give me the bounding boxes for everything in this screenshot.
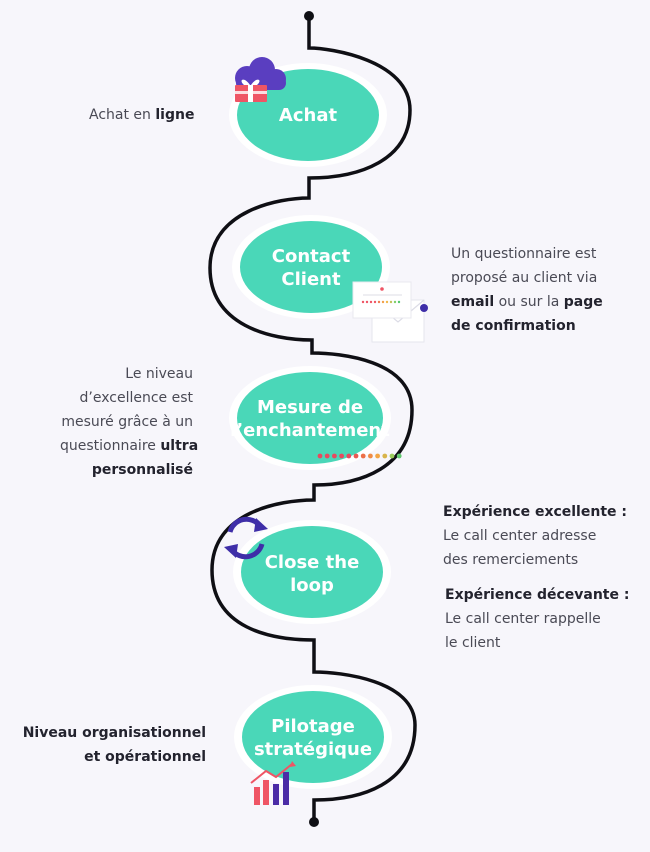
rating-dot [389, 453, 395, 459]
note-contact-line1: Un questionnaire est [451, 246, 597, 262]
rating-dot [375, 453, 380, 459]
note-pilotage-line1: Niveau organisationnel [20, 721, 206, 745]
rating-dot [353, 453, 359, 459]
rating-dot [382, 453, 388, 459]
note-close-good-line2: des remerciements [443, 552, 579, 568]
note-achat: Achat en ligne [89, 103, 194, 127]
note-close-good-title-text: Expérience excellente : [443, 504, 627, 520]
stage-mesure-line2: l’enchantement [230, 420, 390, 441]
note-contact-email: email [451, 294, 495, 310]
note-contact-confirmation: de confirmation [451, 318, 576, 334]
note-pilotage-line2: et opérationnel [20, 745, 206, 769]
rating-dot [317, 453, 323, 459]
stage-label-contact-client: Contact Client [236, 245, 386, 291]
stage-label-close-the-loop: Close the loop [237, 551, 387, 597]
note-pilotage: Niveau organisationnel et opérationnel [20, 721, 206, 769]
note-mesure-pre: questionnaire [60, 438, 161, 454]
stage-label-mesure: Mesure de l’enchantement [220, 396, 400, 442]
note-contact-line4: de confirmation [451, 314, 603, 338]
note-close-good-line1: Le call center adresse [443, 528, 597, 544]
bar-chart-icon [250, 761, 296, 805]
note-mesure-line4: questionnaire ultra [60, 434, 198, 458]
rating-dot [368, 453, 373, 459]
note-close-bad-line2: le client [445, 635, 501, 651]
stage-label-achat: Achat [233, 104, 383, 127]
stage-pilotage-line1: Pilotage [271, 716, 355, 737]
rating-dot [396, 453, 402, 459]
rating-dot [339, 453, 344, 459]
rating-dot [332, 453, 337, 459]
note-mesure-line2: d’excellence est [79, 390, 193, 406]
note-mesure: Le niveau d’excellence est mesuré grâce … [60, 362, 198, 482]
note-close-bad-title: Expérience décevante : [445, 583, 629, 607]
sync-arrows-icon [224, 516, 268, 560]
node-mesure [229, 366, 391, 470]
note-pilotage-line1-text: Niveau organisationnel [22, 725, 206, 741]
note-mesure-personnalise: personnalisé [91, 462, 193, 478]
rating-dot [346, 453, 352, 459]
note-contact-mid: ou sur la [494, 294, 564, 310]
rating-dot [360, 453, 366, 459]
note-close-bad-line1: Le call center rappelle [445, 611, 601, 627]
note-contact: Un questionnaire est proposé au client v… [451, 242, 603, 338]
note-contact-line3: email ou sur la page [451, 290, 603, 314]
end-dot [309, 817, 319, 827]
stage-pilotage-line2: stratégique [253, 739, 373, 760]
rating-dot [324, 453, 330, 459]
start-dot [304, 11, 314, 21]
cloud-gift-icon [235, 57, 286, 102]
note-close-bad-title-text: Expérience décevante : [445, 587, 630, 603]
email-survey-icon [352, 281, 428, 343]
node-close-the-loop [233, 520, 391, 624]
note-mesure-line1: Le niveau [125, 366, 193, 382]
note-mesure-line5: personnalisé [60, 458, 193, 482]
note-close-good-title: Expérience excellente : [443, 500, 627, 524]
note-close-bad: Expérience décevante : Le call center ra… [445, 583, 629, 655]
note-achat-text: Achat en [89, 107, 156, 123]
stage-close-line1: Close the [264, 552, 360, 573]
mini-rating-dots [361, 300, 401, 304]
note-mesure-ultra: ultra [160, 438, 199, 454]
stage-label-pilotage: Pilotage stratégique [238, 715, 388, 761]
note-contact-page: page [563, 294, 603, 310]
stage-contact-line1: Contact [271, 246, 351, 267]
stage-contact-line2: Client [281, 269, 341, 290]
note-pilotage-line2-text: et opérationnel [84, 749, 206, 765]
note-close-good: Expérience excellente : Le call center a… [443, 500, 627, 572]
note-contact-line2: proposé au client via [451, 270, 598, 286]
node-pilotage [234, 685, 392, 789]
stage-close-line2: loop [290, 575, 334, 596]
note-mesure-line3: mesuré grâce à un [61, 414, 193, 430]
journey-line [208, 14, 417, 824]
node-contact-client [232, 215, 390, 319]
rating-dots-icon [317, 453, 402, 459]
note-achat-bold: ligne [155, 107, 195, 123]
stage-achat-line1: Achat [278, 105, 338, 126]
stage-mesure-line1: Mesure de [256, 397, 364, 418]
